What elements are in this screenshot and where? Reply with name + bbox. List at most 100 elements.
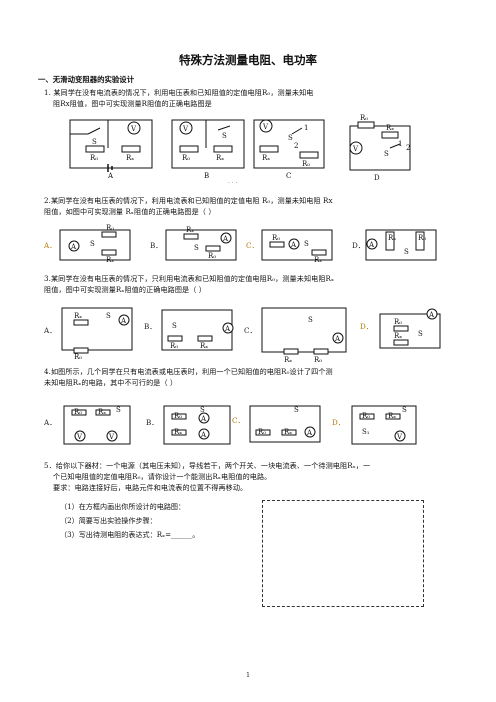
resistor-rx-label: Rₓ — [284, 356, 292, 364]
contact-2-label: 2 — [406, 144, 410, 152]
q3-circuit-a: Rₓ S A R₀ — [58, 304, 138, 363]
resistor-r0-label: R₀ — [182, 154, 190, 162]
resistor-rx-label: Rₓ — [186, 226, 194, 234]
switch-label: S — [116, 406, 121, 414]
question-2: 2.某同学在没有电压表的情况下，利用电流表和已知阻值的定值电阻 R₀，测量未知电… — [44, 195, 333, 217]
resistor-r0-label: R₀ — [272, 234, 280, 242]
switch-label: S — [222, 132, 227, 140]
q2-option-d: D． — [352, 241, 365, 250]
resistor-r0-label: R₀ — [314, 356, 322, 364]
divider-dots: · · · — [228, 180, 238, 187]
resistor-r0-label: R₀ — [302, 160, 310, 168]
section-heading: 一、无滑动变阻器的实验设计 — [38, 75, 135, 84]
question-1: 1. 某同学在没有电流表的情况下，利用电压表和已知阻值的定值电阻R₀，测量未知电… — [44, 87, 314, 109]
resistor-rx-label: Rₓ — [106, 256, 114, 264]
resistor-r0-label: R₀ — [418, 234, 426, 242]
q2-circuit-d: A Rₓ R₀ S — [364, 224, 444, 270]
q2-option-c: C． — [246, 241, 259, 250]
q4-circuit-b: R₀ Rₓ S A A — [160, 402, 240, 454]
voltmeter-label: V — [352, 145, 359, 153]
q4-option-d: D． — [332, 418, 345, 427]
voltmeter-label: V — [182, 125, 189, 133]
resistor-r0-label: R₀ — [174, 412, 182, 420]
ammeter-label: A — [222, 235, 229, 243]
resistor-r0-label: R₀ — [170, 342, 178, 350]
resistor-r0-label: R₀ — [394, 318, 402, 326]
resistor-rx-label: Rₓ — [262, 154, 270, 162]
q2-circuit-c: R₀ A S Rₓ — [260, 226, 340, 268]
question-5-line2: 个已知电阻值的定值电阻R₀，请你设计一个能测出Rₓ电阻值的电路。 — [53, 472, 272, 481]
question-3-line1: 3.某同学在没有电压表的情况下，只利用电流表和已知阻值的定值电阻R₀，测量未知电… — [44, 274, 335, 283]
q1-circuit-d: R₀ Rₓ V 1 2 S D — [340, 114, 420, 184]
question-2-line2: 阻值，如图中可实现测量 Rₓ阻值的正确电路图是（ ） — [44, 207, 216, 216]
ammeter-label: A — [306, 429, 313, 437]
ammeter-label: A — [368, 241, 375, 249]
option-a-label: A — [107, 172, 114, 180]
switch-label: S — [294, 406, 299, 414]
switch-label: S — [90, 240, 95, 248]
q1-circuit-b: V S R₀ Rₓ B — [170, 116, 250, 182]
q5-step-3: （3）写出待测电阻的表达式：Rₓ=______。 — [60, 530, 200, 539]
resistor-r0-label: R₀ — [74, 353, 82, 361]
resistor-rx-label: Rₓ — [200, 342, 208, 350]
q3-option-b: B． — [144, 322, 157, 331]
switch-label: S — [106, 312, 111, 320]
page-number: 1 — [246, 672, 250, 679]
q4-option-b: B． — [146, 418, 159, 427]
q3-circuit-d: A R₀ Rₓ S — [374, 306, 454, 360]
switch-label: S — [172, 322, 177, 330]
question-4-line2: 未知电阻Rₓ的电路，其中不可行的是（ ） — [44, 378, 178, 387]
switch-label: S — [194, 244, 199, 252]
question-1-line2: 阻Rx阻值，图中可实现测量R阻值的正确电路图是 — [53, 99, 212, 108]
q3-option-c: C． — [244, 326, 257, 335]
ammeter-label: A — [200, 415, 207, 423]
q2-option-a: A． — [44, 241, 57, 250]
resistor-r0-label: R₀ — [106, 224, 114, 232]
switch-label: S — [404, 248, 409, 256]
question-2-line1: 2.某同学在没有电压表的情况下，利用电流表和已知阻值的定值电阻 R₀，测量未知电… — [44, 196, 333, 205]
q4-circuit-a: R₀ Rₓ S V V — [60, 402, 140, 454]
question-3: 3.某同学在没有电压表的情况下，只利用电流表和已知阻值的定值电阻R₀，测量未知电… — [44, 273, 334, 295]
q3-circuit-c: S A Rₓ R₀ — [258, 304, 348, 366]
contact-2-label: 2 — [294, 142, 298, 150]
switch-label: S — [384, 150, 389, 158]
q1-circuit-c: V 1 S 2 Rₓ R₀ C — [252, 116, 332, 182]
resistor-r0-label: R₀ — [258, 428, 266, 436]
q4-option-a: A． — [44, 418, 57, 427]
resistor-rx-label: Rₓ — [386, 124, 394, 132]
voltmeter-label: V — [130, 125, 137, 133]
circuit-drawing-box[interactable] — [262, 500, 424, 607]
q2-circuit-b: Rₓ R₀ A S — [164, 226, 244, 268]
q2-circuit-a: A R₀ Rₓ S — [58, 224, 138, 268]
q3-option-a: A． — [44, 326, 57, 335]
question-1-line1: 1. 某同学在没有电流表的情况下，利用电压表和已知阻值的定值电阻R₀，测量未知电 — [44, 88, 314, 97]
voltmeter-label: V — [108, 433, 115, 441]
resistor-rx-label: Rₓ — [314, 256, 322, 264]
resistor-rx-label: Rₓ — [284, 428, 292, 436]
q4-option-c: C． — [232, 416, 245, 425]
question-5-line1: 5．给你以下器材：一个电源（其电压未知），导线若干，两个开关、一块电流表、一个待… — [44, 461, 371, 470]
voltmeter-label: V — [262, 123, 269, 131]
option-d-label: D — [374, 174, 380, 182]
switch-label: S — [200, 406, 205, 414]
resistor-r0-label: R₀ — [208, 252, 216, 260]
switch-label: S — [418, 330, 423, 338]
resistor-r0-label: R₀ — [362, 412, 370, 420]
question-4-line1: 4.如图所示，几个同学在只有电流表或电压表时，利用一个已知阻值的电阻R₀设计了四… — [44, 367, 333, 376]
resistor-rx-label: Rₓ — [126, 154, 134, 162]
resistor-rx-label: Rₓ — [216, 154, 224, 162]
switch-label: S — [308, 316, 313, 324]
resistor-rx-label: Rₓ — [174, 428, 182, 436]
resistor-r0-label: R₀ — [360, 114, 368, 122]
ammeter-label: A — [224, 325, 231, 333]
question-5-requirement: 要求：电路连接好后，电路元件和电流表的位置不得再移动。 — [53, 483, 248, 492]
option-c-label: C — [286, 172, 291, 180]
resistor-rx-label: Rₓ — [74, 312, 82, 320]
resistor-rx-label: Rₓ — [394, 332, 402, 340]
q4-circuit-d: S R₀ Rₓ S₁ V — [346, 402, 426, 454]
switch-label: S — [92, 138, 97, 146]
switch-label: S — [304, 240, 309, 248]
resistor-r0-label: R₀ — [74, 408, 82, 416]
resistor-rx-label: Rₓ — [388, 234, 396, 242]
switch-s1-label: S₁ — [362, 428, 370, 436]
